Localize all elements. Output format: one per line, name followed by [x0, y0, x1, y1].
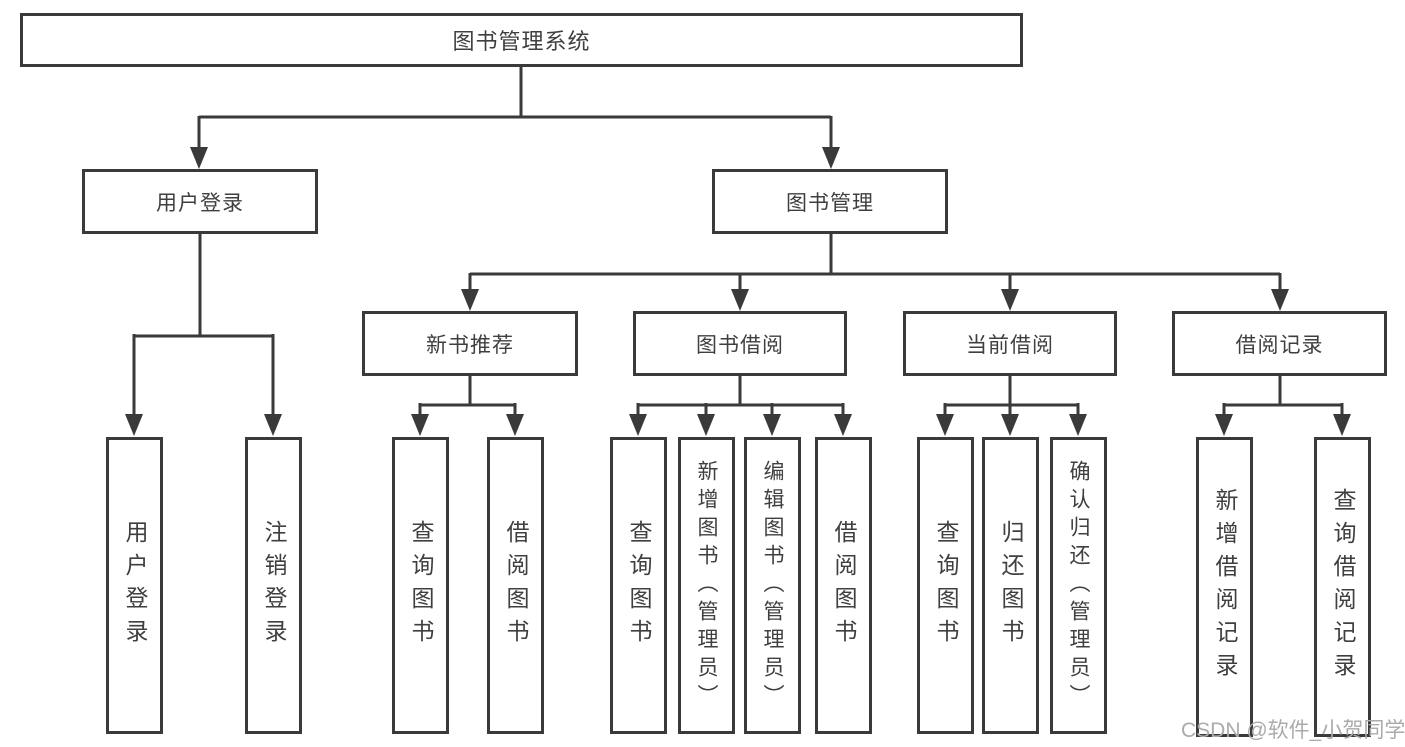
leaf-borrow-books-recommend: 借阅图书 — [487, 437, 544, 734]
node-label: 用户登录 — [156, 191, 244, 215]
node-label: 编辑图书（管理员） — [761, 459, 784, 712]
node-label: 图书管理 — [786, 191, 874, 215]
node-label: 查询图书 — [626, 519, 652, 652]
node-label: 借阅记录 — [1235, 333, 1324, 357]
node-label: 确认归还（管理员） — [1067, 459, 1090, 712]
node-label: 查询图书 — [408, 519, 434, 652]
node-current-borrowing: 当前借阅 — [903, 311, 1117, 376]
leaf-query-books-current: 查询图书 — [917, 437, 974, 734]
node-book-borrowing: 图书借阅 — [633, 311, 847, 376]
node-label: 借阅图书 — [831, 519, 857, 652]
node-label: 图书管理系统 — [452, 29, 591, 54]
node-new-book-recommendation: 新书推荐 — [362, 311, 578, 376]
leaf-borrow-books-borrow: 借阅图书 — [815, 437, 872, 734]
node-borrowing-records: 借阅记录 — [1172, 311, 1387, 376]
leaf-return-books: 归还图书 — [982, 437, 1039, 734]
leaf-user-login: 用户登录 — [106, 437, 163, 734]
node-root: 图书管理系统 — [20, 13, 1023, 67]
node-label: 图书借阅 — [696, 333, 784, 357]
node-book-management: 图书管理 — [712, 169, 948, 234]
node-label: 借阅图书 — [503, 519, 529, 652]
node-label: 新增借阅记录 — [1212, 488, 1238, 686]
node-label: 用户登录 — [122, 519, 148, 652]
node-label: 当前借阅 — [966, 333, 1054, 357]
node-label: 注销登录 — [261, 519, 287, 652]
node-label: 查询图书 — [933, 519, 959, 652]
node-label: 新增图书（管理员） — [695, 459, 718, 712]
node-label: 新书推荐 — [426, 333, 514, 357]
node-user-login: 用户登录 — [82, 169, 318, 234]
leaf-add-borrow-record: 新增借阅记录 — [1196, 437, 1253, 737]
leaf-confirm-return-admin: 确认归还（管理员） — [1050, 437, 1107, 734]
leaf-add-books-admin: 新增图书（管理员） — [678, 437, 735, 734]
node-label: 归还图书 — [998, 519, 1024, 652]
leaf-query-books-recommend: 查询图书 — [392, 437, 449, 734]
leaf-edit-books-admin: 编辑图书（管理员） — [744, 437, 801, 734]
leaf-query-borrow-record: 查询借阅记录 — [1314, 437, 1371, 737]
node-label: 查询借阅记录 — [1330, 488, 1356, 686]
leaf-logout-login: 注销登录 — [245, 437, 302, 734]
leaf-query-books-borrow: 查询图书 — [610, 437, 667, 734]
watermark-text: CSDN @软件_小贺同学 — [1181, 719, 1405, 742]
arrowheads — [125, 147, 1351, 436]
